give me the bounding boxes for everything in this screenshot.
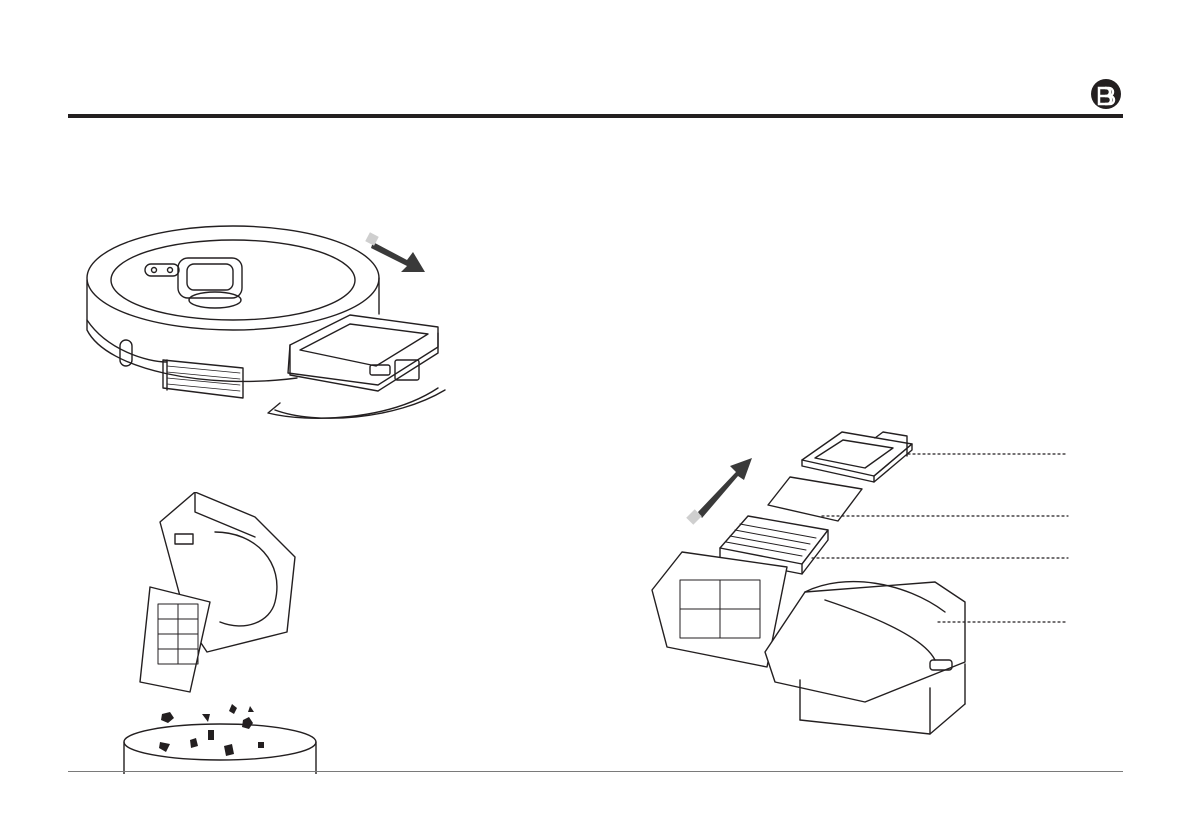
dustbin-filter-icon (652, 552, 965, 734)
header-rule (68, 114, 1123, 118)
dustbin-open-icon (140, 492, 295, 692)
sponge-filter-icon (768, 477, 862, 521)
robot-dustbin-removal-figure (75, 220, 455, 435)
footer-rule (68, 771, 1123, 772)
dustbin-tray (268, 315, 445, 418)
filter-frame-icon (802, 432, 912, 482)
debris-icon (159, 704, 264, 756)
dustbin-filter-exploded-figure (640, 420, 1070, 750)
trash-can-icon (124, 724, 316, 774)
dustbin-emptying-figure (120, 492, 320, 774)
arrow-up-right-icon (686, 458, 752, 525)
brand-logo-icon (1090, 78, 1122, 110)
